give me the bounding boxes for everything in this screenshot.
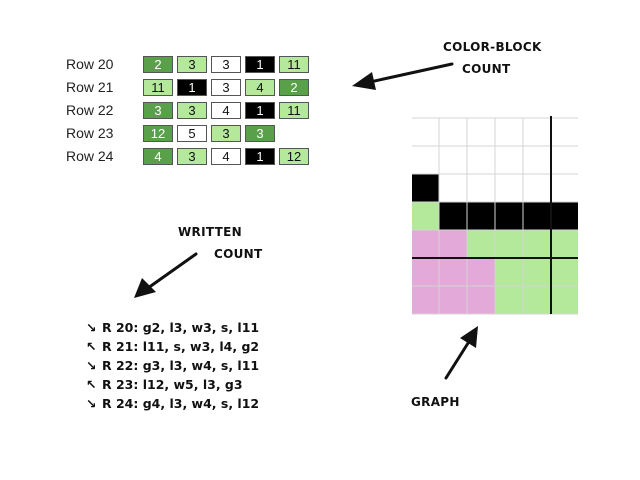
- graph-cell: [466, 173, 496, 203]
- color-block-cell: 3: [143, 102, 173, 119]
- written-row-text: R 24: g4, l3, w4, s, l12: [102, 396, 260, 411]
- direction-arrow-icon: ↘: [86, 358, 97, 373]
- color-block-cell: 12: [143, 125, 173, 142]
- color-block-cell: 1: [245, 148, 275, 165]
- graph-label: GRAPH: [411, 395, 460, 409]
- color-block-cell: 11: [143, 79, 173, 96]
- graph-cell: [494, 145, 524, 175]
- written-row-text: R 20: g2, l3, w3, s, l11: [102, 320, 260, 335]
- color-block-cell: 3: [211, 56, 241, 73]
- row-label: Row 23: [66, 125, 114, 141]
- arrow-to-graph-icon: [444, 326, 478, 380]
- row-label: Row 24: [66, 148, 114, 164]
- written-row-text: R 22: g3, l3, w4, s, l11: [102, 358, 260, 373]
- written-row: ↘ R 20: g2, l3, w3, s, l11: [86, 320, 259, 336]
- written-label-line1: WRITTEN: [178, 225, 242, 239]
- color-block-cell: 1: [177, 79, 207, 96]
- arrow-to-color-block-icon: [352, 62, 454, 90]
- color-block-cell: 1: [245, 102, 275, 119]
- written-label-line2: COUNT: [214, 247, 263, 261]
- color-block-cell: 3: [177, 56, 207, 73]
- row-label: Row 20: [66, 56, 114, 72]
- color-block-cell: 3: [177, 102, 207, 119]
- color-block-cell: 2: [143, 56, 173, 73]
- color-block-cell: 3: [211, 125, 241, 142]
- color-block-cell: 4: [211, 102, 241, 119]
- color-block-label-line1: COLOR-BLOCK: [443, 40, 542, 54]
- written-row: ↘ R 22: g3, l3, w4, s, l11: [86, 358, 259, 374]
- row-label: Row 22: [66, 102, 114, 118]
- color-block-cell: 4: [211, 148, 241, 165]
- color-block-label-line2: COUNT: [462, 62, 511, 76]
- graph-cell: [466, 285, 496, 315]
- direction-arrow-icon: ↘: [86, 396, 97, 411]
- written-row-text: R 23: l12, w5, l3, g3: [102, 377, 243, 392]
- color-block-cell: 11: [279, 56, 309, 73]
- direction-arrow-icon: ↘: [86, 320, 97, 335]
- color-block-cell: 1: [245, 56, 275, 73]
- written-row: ↖ R 23: l12, w5, l3, g3: [86, 377, 243, 393]
- knitting-graph: [412, 116, 578, 315]
- graph-cell: [494, 229, 524, 259]
- written-row: ↘ R 24: g4, l3, w4, s, l12: [86, 396, 259, 412]
- color-block-cell: 3: [245, 125, 275, 142]
- written-row-text: R 21: l11, s, w3, l4, g2: [102, 339, 260, 354]
- graph-cell: [522, 201, 552, 231]
- graph-cell: [550, 173, 578, 203]
- direction-arrow-icon: ↖: [86, 377, 97, 392]
- graph-cell: [466, 201, 496, 231]
- graph-cell: [438, 173, 468, 203]
- color-block-cell: 12: [279, 148, 309, 165]
- color-block-cell: 4: [245, 79, 275, 96]
- color-block-cell: 5: [177, 125, 207, 142]
- direction-arrow-icon: ↖: [86, 339, 97, 354]
- graph-cell: [522, 285, 552, 315]
- graph-cell: [438, 117, 468, 147]
- written-row: ↖ R 21: l11, s, w3, l4, g2: [86, 339, 259, 355]
- row-label: Row 21: [66, 79, 114, 95]
- color-block-cell: 3: [177, 148, 207, 165]
- color-block-cell: 4: [143, 148, 173, 165]
- arrow-to-written-count-icon: [134, 252, 198, 298]
- color-block-cell: 11: [279, 102, 309, 119]
- color-block-cell: 3: [211, 79, 241, 96]
- color-block-cell: 2: [279, 79, 309, 96]
